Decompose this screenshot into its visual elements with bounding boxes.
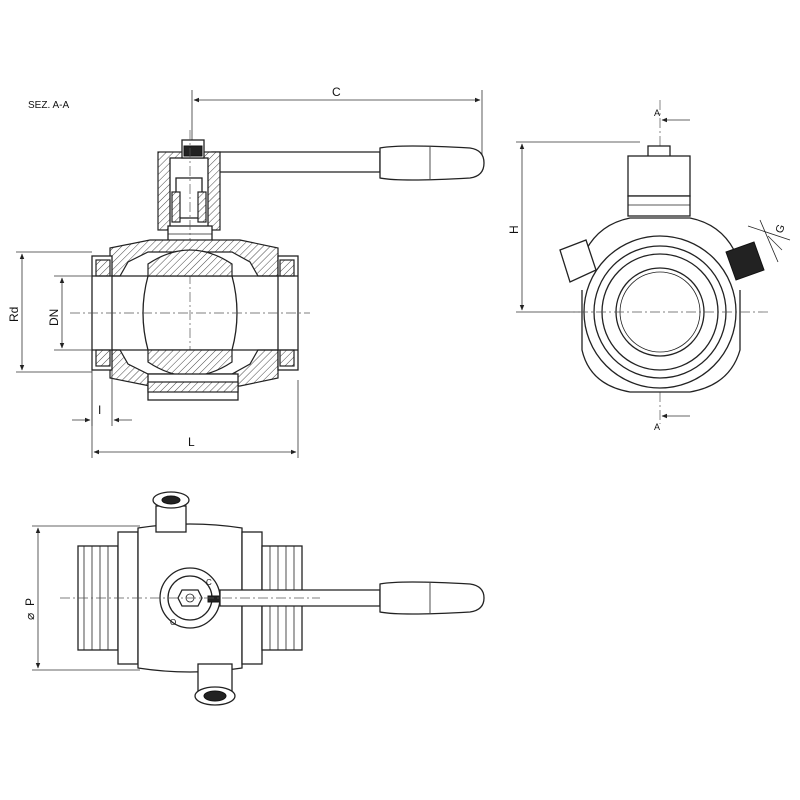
dimension-g-label: G <box>774 223 788 235</box>
dimension-c-label: C <box>332 85 341 99</box>
section-view: C <box>7 85 485 458</box>
section-mark-top-label: A <box>654 108 660 118</box>
section-mark-bottom-label: A <box>654 422 660 432</box>
section-mark-bottom: A <box>654 392 690 432</box>
plan-view: ⌀ P C O <box>23 491 485 706</box>
dimension-i-label: I <box>98 403 101 417</box>
handle-marking-open: O <box>170 618 176 627</box>
section-title: SEZ. A-A <box>28 100 69 111</box>
dimension-rd: Rd <box>7 251 92 373</box>
dimension-p-symbol: ⌀ <box>23 613 37 620</box>
handle-lever <box>211 145 485 181</box>
dimension-dn: DN <box>47 275 92 351</box>
dimension-l-label: L <box>188 435 195 449</box>
threaded-port-g: G <box>725 219 791 281</box>
stem-bonnet <box>157 130 221 400</box>
section-mark-top: A <box>654 100 690 148</box>
dimension-h-label: H <box>507 225 521 234</box>
dimension-rd-label: Rd <box>7 307 21 322</box>
dimension-p: ⌀ P <box>23 525 140 671</box>
dimension-l: L <box>91 380 299 458</box>
dimension-h: H <box>507 141 640 313</box>
handle-marking-closed: C <box>206 578 212 587</box>
dimension-p-label: P <box>23 598 37 606</box>
dimension-dn-label: DN <box>47 309 61 326</box>
valve-body-section <box>70 239 310 401</box>
side-view: A A H <box>507 100 791 432</box>
